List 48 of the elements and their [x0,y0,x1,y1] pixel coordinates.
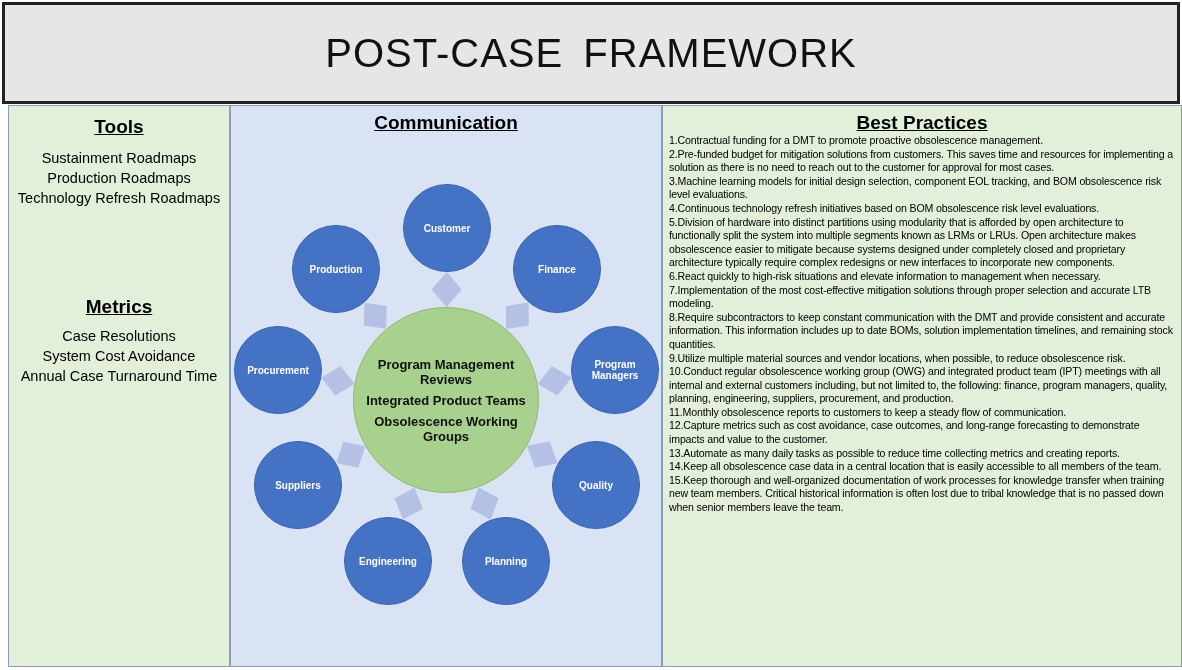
stakeholder-circle: Quality [552,441,640,529]
section-heading: Communication [373,112,519,134]
practice-text: 9.Utilize multiple material sources and vendor locations, when possible, to reduce obsolescence risk. [669,351,1127,366]
practice-text: 3.Machine learning models for initial design selection, component EOL tracking, and BOM obsolescence risk level evaluations. [669,174,1163,202]
connector [537,365,572,396]
practice-text: 2.Pre-funded budget for mitigation solutions from customers. This saves time and resources for implementing a solution as there is no need to reach out to the customer for approval for most cases. [669,147,1174,175]
title: POST-CASE FRAMEWORK [325,30,857,76]
stakeholder-circle: Customer [403,184,491,272]
connector [505,302,529,330]
practice-text: 5.Division of hardware into distinct partitions using modularity that is afforded by open architecture to functionally split the system into multiple segments known as LRMs or LRUs. Open architecture makes obsolescence easier to mitigate because systems designed under completely closed and proprietary architecture typically require complex redesigns or new interfaces to incorporate new components. [669,215,1137,270]
section-heading: Best Practices [855,112,989,134]
practice-text: 12.Capture metrics such as cost avoidance, case outcomes, and long-range forecasting to demonstrate impacts and value to the customer. [669,419,1141,447]
section-heading: Metrics [84,296,154,318]
list-item: Technology Refresh Roadmaps [16,189,222,208]
list-item: Production Roadmaps [46,169,192,188]
stakeholder-circle: Program Managers [571,326,659,414]
connector [321,365,355,396]
practice-text: 4.Continuous technology refresh initiatives based on BOM obsolescence risk level evaluations. [669,201,1101,216]
connector [470,487,499,520]
practice-text: 1.Contractual funding for a DMT to promote proactive obsolescence management. [669,134,1044,148]
panel [230,105,662,667]
practice-text: 8.Require subcontractors to keep constant communication with the DMT and provide consistent and accurate information. This information includes up to date BOMs, solution implementation timelines, and remaining stock quantities. [669,310,1174,352]
connector [526,441,558,468]
stakeholder-circle: Production [292,225,380,313]
practice-text: 11.Monthly obsolescence reports to customers to keep a steady flow of communication. [669,405,1068,420]
practice-text: 15.Keep thorough and well-organized documentation of work processes for knowledge transfer when training new team members. Critical historical information is often lost due to tribal knowledge that is no passed down when senior members leave the team. [669,473,1165,515]
section-heading: Tools [93,116,145,138]
stakeholder-circle: Procurement [234,326,322,414]
connector [336,441,366,468]
panel [8,105,230,667]
stakeholder-circle: Planning [462,517,550,605]
practice-text: 10.Conduct regular obsolescence working group (OWG) and integrated product team (IPT) meetings with all internal and external customers including, but not limited to, the following: finance, program managers, quality, planning, engineering, suppliers, procurement, and production. [669,365,1169,406]
stakeholder-circle: Engineering [344,517,432,605]
practice-text: 7.Implementation of the most cost-effective mitigation solutions through proper selection and accurate LTB modeling. [669,283,1152,311]
center-circle: Program Management Reviews Integrated Product Teams Obsolescence Working Groups [353,307,539,493]
list-item: Annual Case Turnaround Time [19,367,219,386]
practice-text: 6.React quickly to high-risk situations and elevate information to management when necessary. [669,269,1102,284]
list-item: Case Resolutions [61,327,177,346]
list-item: System Cost Avoidance [41,347,197,366]
practice-text: 14.Keep all obsolescence case data in a central location that is easily accessible to all members of the team. [669,460,1163,474]
stakeholder-circle: Finance [513,225,601,313]
stakeholder-circle: Suppliers [254,441,342,529]
connector [363,302,387,329]
connector [394,487,423,520]
panel [662,105,1182,667]
list-item: Sustainment Roadmaps [40,149,198,168]
connector [431,272,462,307]
practice-text: 13.Automate as many daily tasks as possible to reduce time collecting metrics and creating reports. [669,446,1121,461]
